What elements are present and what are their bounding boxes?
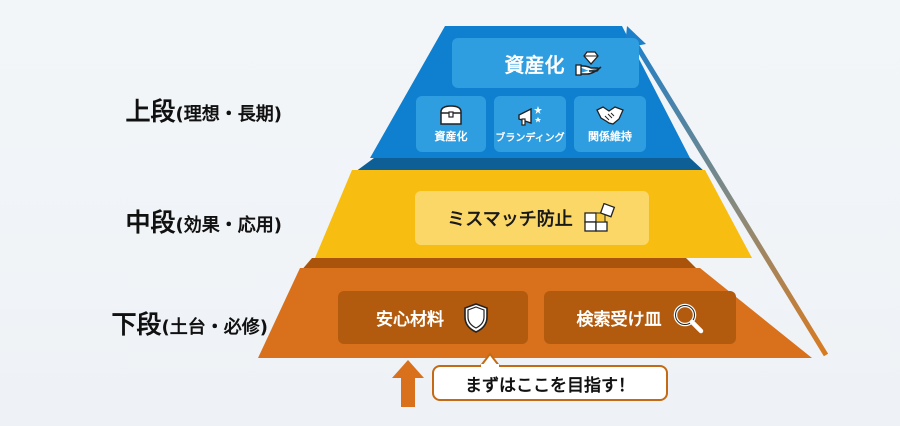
bottom-item-search: 検索受け皿 <box>544 291 736 344</box>
top-tier-label: 上段(理想・長期) <box>125 97 282 126</box>
diagonal-up-arrow-icon <box>629 36 829 357</box>
middle-tier-top-face <box>355 158 705 172</box>
top-item-relationship: 関係維持 <box>574 96 646 152</box>
up-arrow-icon <box>392 360 424 407</box>
treasure-chest-icon <box>440 105 462 125</box>
magnifier-icon <box>673 303 703 333</box>
middle-main-item: ミスマッチ防止 <box>415 191 649 245</box>
megaphone-icon <box>518 105 542 126</box>
puzzle-icon <box>584 203 615 232</box>
shield-icon <box>464 302 488 333</box>
callout-target: まずはここを目指す！ <box>432 365 668 401</box>
bottom-item-reassurance: 安心材料 <box>338 291 528 344</box>
top-item-asset: 資産化 <box>416 96 486 152</box>
top-item-branding: ブランディング <box>494 96 566 152</box>
bottom-tier-label: 下段(土台・必修) <box>111 310 268 339</box>
callout-tail-cover <box>481 364 499 368</box>
handshake-icon <box>596 106 624 125</box>
top-main-item: 資産化 <box>452 38 639 88</box>
middle-tier-label: 中段(効果・応用) <box>125 208 282 237</box>
diamond-hand-icon <box>574 51 601 76</box>
